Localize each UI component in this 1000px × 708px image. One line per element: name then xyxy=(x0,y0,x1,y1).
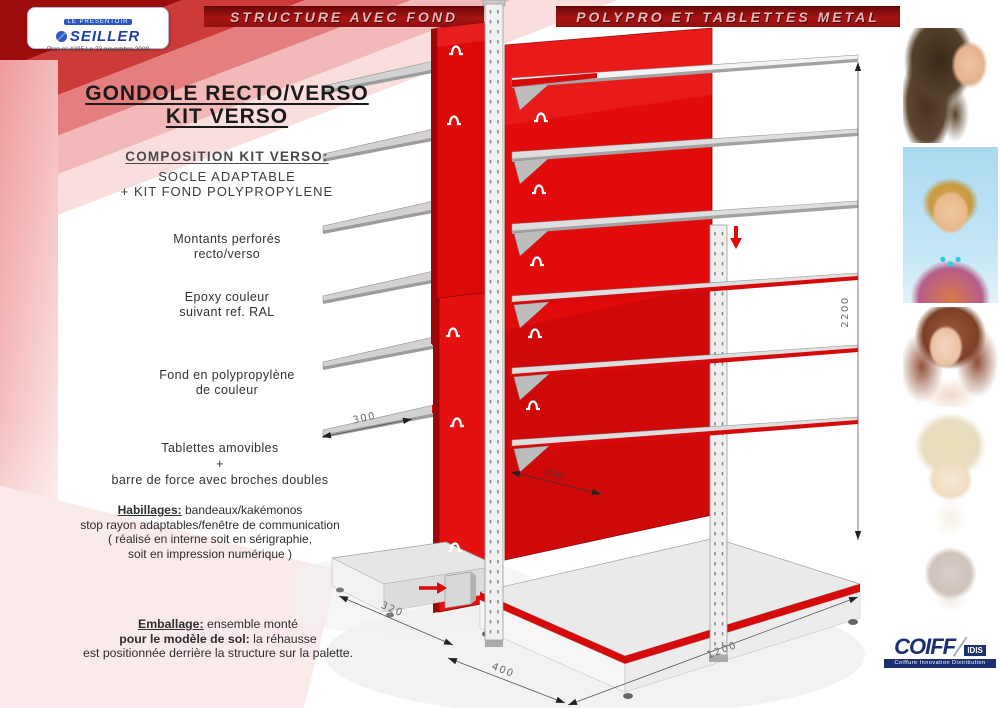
feature-epoxy: Epoxy couleur suivant ref. RAL xyxy=(62,290,392,320)
feature-montants: Montants perforés recto/verso xyxy=(62,232,392,262)
composition-text: SOCLE ADAPTABLE + KIT FOND POLYPROPYLENE xyxy=(62,169,392,199)
seiller-logo: LE PRESENTOIR SEILLER Plan n° 4395 Le 23… xyxy=(27,7,169,53)
page-title: GONDOLE RECTO/VERSO KIT VERSO xyxy=(62,82,392,128)
fond-line2: de couleur xyxy=(195,383,259,397)
tablettes-line2: + xyxy=(216,457,224,471)
mounting-hooks xyxy=(446,45,548,553)
habillages-line4: soit en impression numérique ) xyxy=(127,546,293,561)
montants-line1: Montants perforés xyxy=(173,232,281,246)
tablettes-line1: Tablettes amovibles xyxy=(161,441,279,455)
model-photo-2 xyxy=(903,147,998,303)
montants-line2: recto/verso xyxy=(193,247,261,261)
recto-shelves xyxy=(511,54,859,473)
feature-fond: Fond en polypropylène de couleur xyxy=(62,368,392,398)
title-line2: KIT VERSO xyxy=(165,105,289,128)
tablettes-line3: barre de force avec broches doubles xyxy=(111,473,329,487)
right-upright xyxy=(709,224,728,662)
emballage-label: Emballage: xyxy=(138,617,204,631)
fond-line1: Fond en polypropylène xyxy=(159,368,295,382)
habillages-label: Habillages: xyxy=(117,503,182,517)
composition-line1: SOCLE ADAPTABLE xyxy=(158,169,296,184)
banner-polypro: POLYPRO ET TABLETTES METAL xyxy=(556,6,900,27)
emballage-line3: est positionnée derrière la structure su… xyxy=(83,646,353,660)
dim-verso-depth-300: 300 xyxy=(542,468,565,483)
coiffidis-name: COIFF xyxy=(894,634,956,659)
verso-back-panels xyxy=(431,21,492,613)
feature-tablettes: Tablettes amovibles + barre de force ave… xyxy=(30,440,410,488)
emballage-after-label: ensemble monté xyxy=(203,617,298,631)
coiffidis-tagline: Coiffure Innovation Distribution xyxy=(884,659,996,668)
emballage-line2-rest: la réhausse xyxy=(249,631,317,646)
model-photo-3 xyxy=(903,307,998,407)
title-line1: GONDOLE RECTO/VERSO xyxy=(85,82,369,105)
dim-shelf-depth-300: 300 xyxy=(352,411,377,427)
epoxy-line1: Epoxy couleur xyxy=(184,290,270,304)
epoxy-line2: suivant ref. RAL xyxy=(179,305,275,319)
gondola-technical-drawing: 2200 300 300 320 400 1200 xyxy=(295,0,865,708)
emballage-note: Emballage: ensemble monté pour le modèle… xyxy=(8,617,428,661)
habillages-after-label: bandeaux/kakémonos xyxy=(181,503,303,517)
habillages-line2: stop rayon adaptables/fenêtre de communi… xyxy=(80,517,340,532)
globe-icon xyxy=(55,31,67,42)
coiffidis-suffix: IDIS xyxy=(964,645,986,656)
model-photo-1 xyxy=(903,28,998,143)
emballage-line2-bold: pour le modèle de sol: xyxy=(119,631,250,646)
composition-line2: + KIT FOND POLYPROPYLENE xyxy=(120,184,334,199)
composition-heading: COMPOSITION KIT VERSO: xyxy=(125,149,329,164)
recto-base xyxy=(478,537,862,699)
banner-structure: STRUCTURE AVEC FOND xyxy=(204,6,484,27)
dim-height-2200: 2200 xyxy=(840,296,851,327)
center-upright xyxy=(482,0,506,647)
verso-base xyxy=(330,541,500,618)
model-photo-4 xyxy=(903,410,998,537)
habillages-line3: ( réalisé en interne soit en sérigraphie… xyxy=(107,532,313,546)
plan-number: Plan n° 4395 Le 23 novembre 2009 xyxy=(46,46,150,53)
red-arrow-indicators xyxy=(457,226,742,251)
seiller-top-label: LE PRESENTOIR xyxy=(63,19,133,25)
habillages-note: Habillages: bandeaux/kakémonos stop rayo… xyxy=(8,503,412,561)
coiffidis-logo: COIFF / IDIS Coiffure Innovation Distrib… xyxy=(884,632,996,668)
model-photo-5 xyxy=(903,545,998,640)
seiller-name: SEILLER xyxy=(69,28,141,45)
